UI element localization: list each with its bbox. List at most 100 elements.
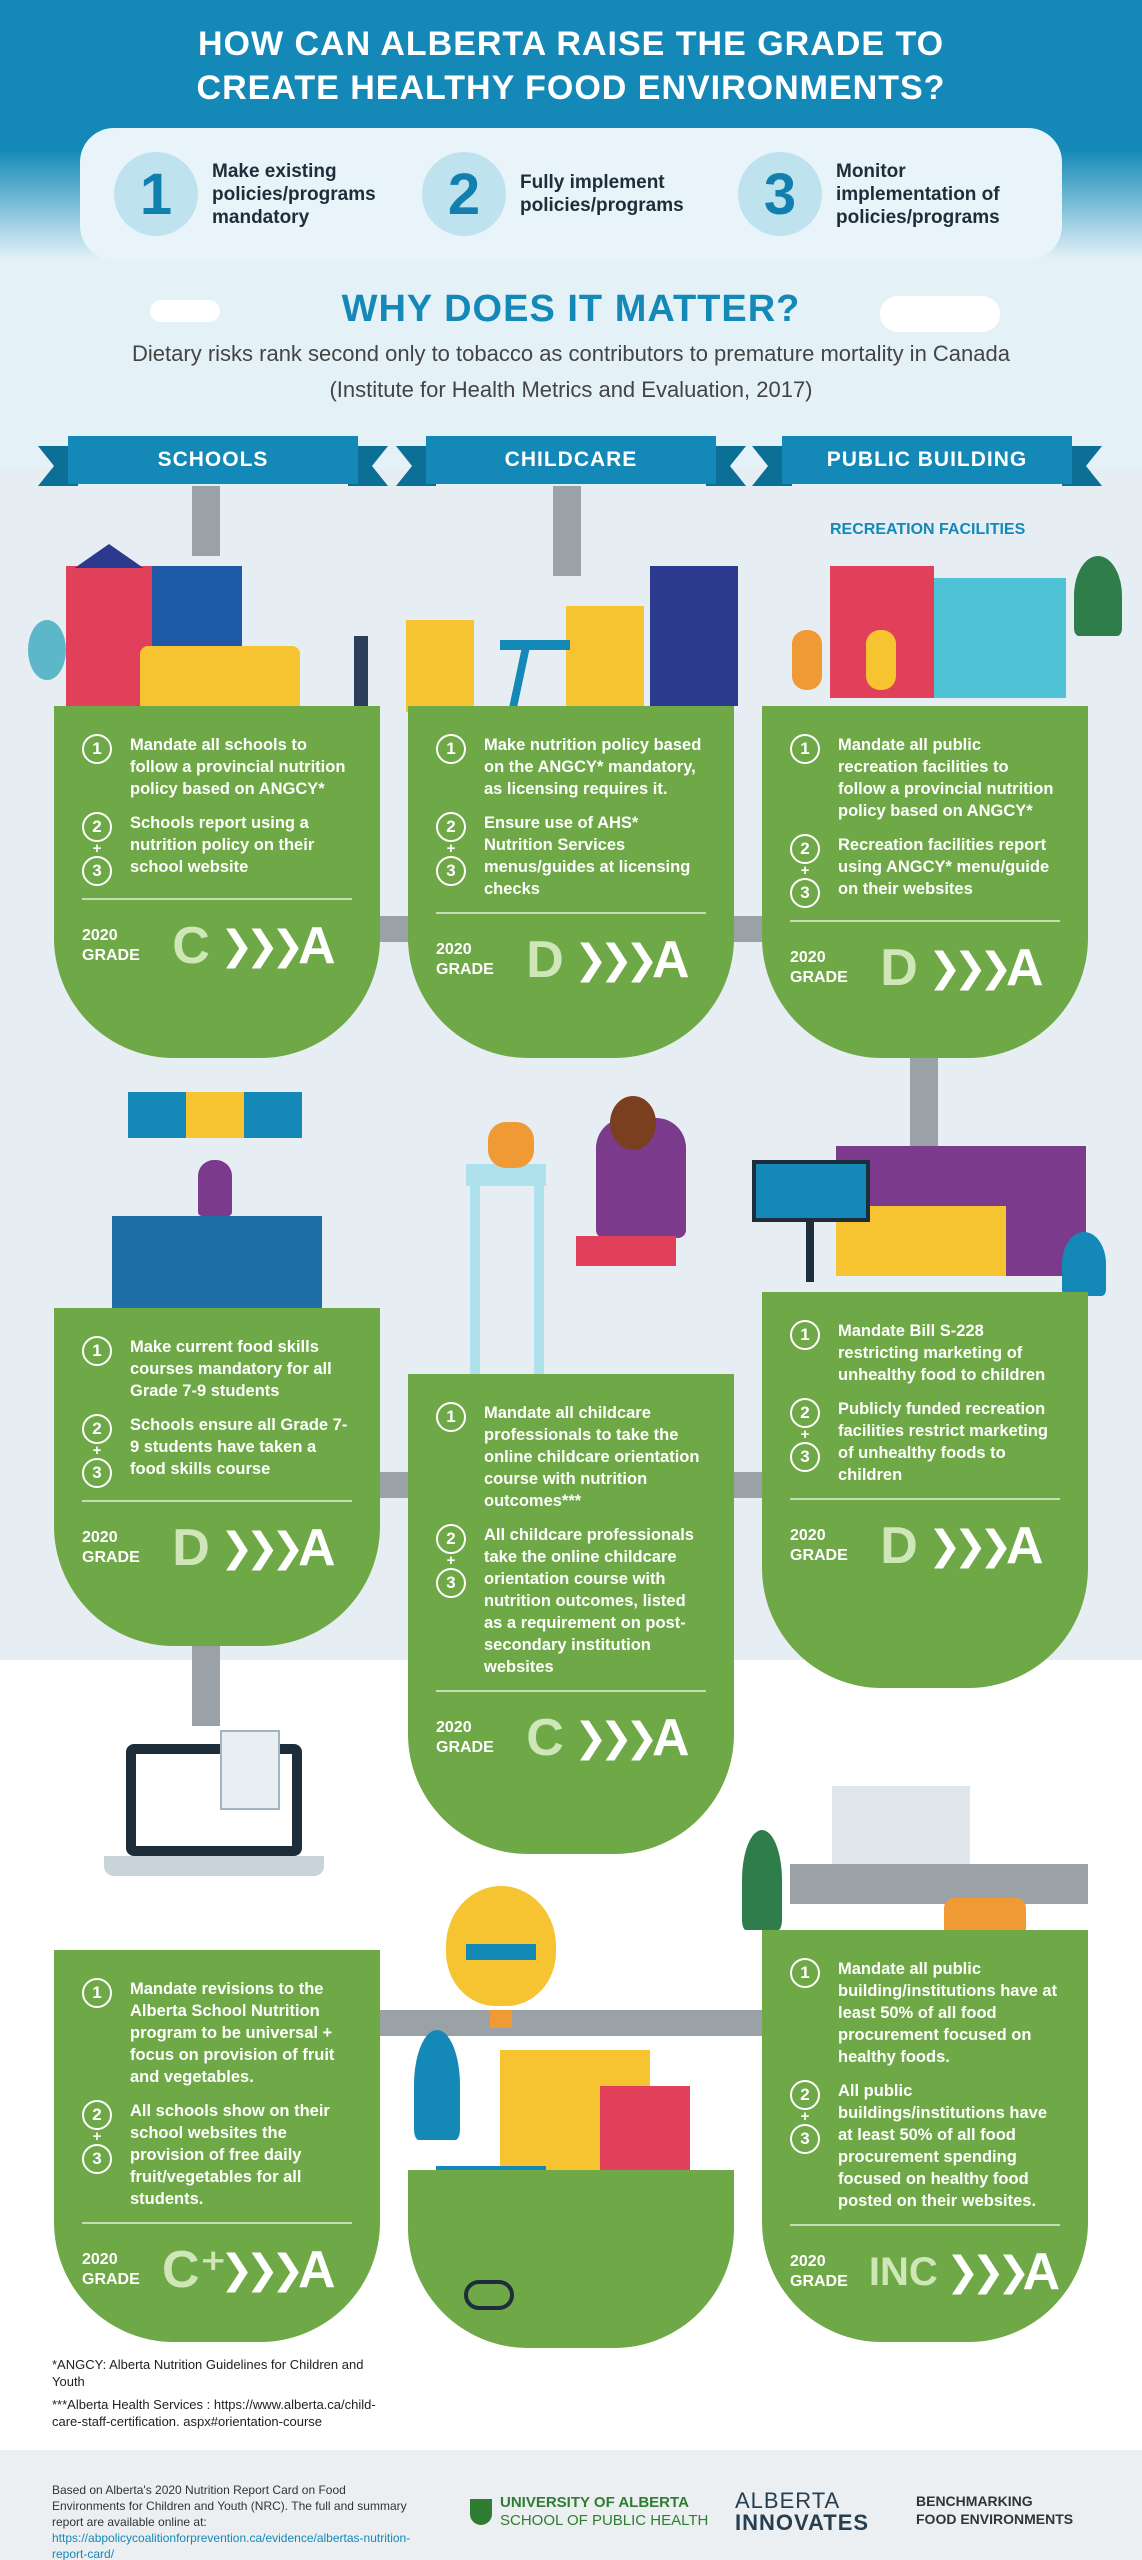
road <box>192 486 220 556</box>
target-grade: A <box>298 2241 336 2299</box>
step-badge: 2+3 <box>790 834 820 908</box>
footer-source-text: Based on Alberta's 2020 Nutrition Report… <box>52 2482 412 2560</box>
action-text: All schools show on their school website… <box>130 2102 330 2208</box>
action-text: Mandate Bill S-228 restricting marketing… <box>838 1322 1046 1384</box>
step-badge: 2+3 <box>82 2100 112 2174</box>
divider <box>790 920 1060 922</box>
target-grade: A <box>1006 939 1044 997</box>
step-badge: 2+3 <box>436 812 466 886</box>
title-line-1: HOW CAN ALBERTA RAISE THE GRADE TO <box>197 25 945 63</box>
schools-card-fruit-vegetables: 1 Mandate revisions to the Alberta Schoo… <box>54 1950 380 2342</box>
action-text: Mandate all public building/institutions… <box>838 1960 1058 2066</box>
divider <box>436 1690 706 1692</box>
target-grade: A <box>652 931 690 989</box>
current-grade: INC <box>868 2249 938 2294</box>
school-building-illustration <box>66 566 152 706</box>
report-link[interactable]: https://abpolicycoalitionforprevention.c… <box>52 2531 411 2560</box>
action-item: 1 Mandate all public building/institutio… <box>790 1958 1060 2068</box>
step-text: Monitor implementation of policies/progr… <box>836 160 1000 228</box>
childcare-label: CHILDCARE <box>426 436 716 484</box>
divider <box>82 898 352 900</box>
step-number: 2 <box>422 152 506 236</box>
childcare-card-orientation-course: 1 Mandate all childcare professionals to… <box>408 1374 734 1854</box>
highchair-illustration <box>466 1164 546 1186</box>
action-item: 2+3 All childcare professionals take the… <box>436 1524 706 1678</box>
laptop-base-illustration <box>104 1856 324 1876</box>
action-text: Make nutrition policy based on the ANGCY… <box>484 736 702 798</box>
schools-label: SCHOOLS <box>68 436 358 484</box>
public-building-label: PUBLIC BUILDING <box>782 436 1072 484</box>
step-badge: 2+3 <box>82 1414 112 1488</box>
divider <box>82 1500 352 1502</box>
runner-illustration <box>792 630 822 690</box>
recreation-facilities-label: RECREATION FACILITIES <box>830 521 1026 538</box>
action-item: 2+3 All schools show on their school web… <box>82 2100 352 2210</box>
arrows-icon: ❯❯❯ <box>928 946 1013 990</box>
action-text: Make current food skills courses mandato… <box>130 1338 332 1400</box>
current-grade: D <box>172 1519 210 1577</box>
action-item: 1 Make nutrition policy based on the ANG… <box>436 734 706 800</box>
action-text: Publicly funded recreation facilities re… <box>838 1400 1049 1484</box>
target-grade: A <box>298 917 336 975</box>
house-illustration <box>406 620 474 712</box>
current-grade: C <box>172 917 210 975</box>
kitchen-counter-illustration <box>112 1216 322 1308</box>
action-item: 2+3 Schools report using a nutrition pol… <box>82 812 352 886</box>
footnote-angcy: *ANGCY: Alberta Nutrition Guidelines for… <box>52 2357 364 2389</box>
arrows-icon: ❯❯❯ <box>220 924 305 968</box>
baby-illustration <box>488 1122 534 1168</box>
action-item: 2+3 Publicly funded recreation facilitie… <box>790 1398 1060 1486</box>
step-badge: 1 <box>82 734 112 764</box>
school-bus-illustration <box>140 646 300 712</box>
apartment-illustration <box>650 566 738 706</box>
steps-panel: 1 Make existing policies/programs mandat… <box>80 128 1062 260</box>
action-item: 2+3 Schools ensure all Grade 7-9 student… <box>82 1414 352 1488</box>
current-grade: C⁺ <box>162 2241 227 2299</box>
rec-building-illustration <box>934 578 1066 698</box>
target-grade: A <box>298 1519 336 1577</box>
step-badge: 1 <box>82 1978 112 2008</box>
road <box>192 1646 220 1726</box>
tree-illustration <box>1074 556 1122 636</box>
public-building-banner: PUBLIC BUILDING <box>752 436 1102 486</box>
page-title: HOW CAN ALBERTA RAISE THE GRADE TO CREAT… <box>0 22 1142 110</box>
cyclist-illustration <box>464 2280 514 2310</box>
childcare-card-nutrition-policy: 1 Make nutrition policy based on the ANG… <box>408 706 734 1058</box>
step-badge: 2+3 <box>436 1524 466 1598</box>
footnote-ahs: ***Alberta Health Services : https://www… <box>52 2397 376 2429</box>
highchair-leg-illustration <box>534 1186 544 1374</box>
balloon-basket-illustration <box>490 2010 512 2028</box>
car-illustration <box>944 1898 1026 1936</box>
divider <box>82 2222 352 2224</box>
house-illustration <box>600 2086 690 2186</box>
billboard-pole-illustration <box>806 1222 814 1282</box>
schools-card-food-skills: 1 Make current food skills courses manda… <box>54 1308 380 1646</box>
schools-banner: SCHOOLS <box>38 436 388 486</box>
action-item: 1 Mandate all public recreation faciliti… <box>790 734 1060 822</box>
divider <box>436 912 706 914</box>
arrows-icon: ❯❯❯ <box>574 938 659 982</box>
balloon-stripe-illustration <box>466 1944 536 1960</box>
action-text: Mandate revisions to the Alberta School … <box>130 1980 335 2086</box>
footer-text: Based on Alberta's 2020 Nutrition Report… <box>52 2483 407 2529</box>
document-illustration <box>220 1730 280 1810</box>
playground-illustration <box>500 640 570 650</box>
tree-illustration <box>742 1830 782 1930</box>
current-grade: C <box>526 1709 564 1767</box>
tree-illustration <box>28 620 66 680</box>
divider <box>790 2224 1060 2226</box>
step-text: Make existing policies/programs mandator… <box>212 160 376 228</box>
step-number: 3 <box>738 152 822 236</box>
